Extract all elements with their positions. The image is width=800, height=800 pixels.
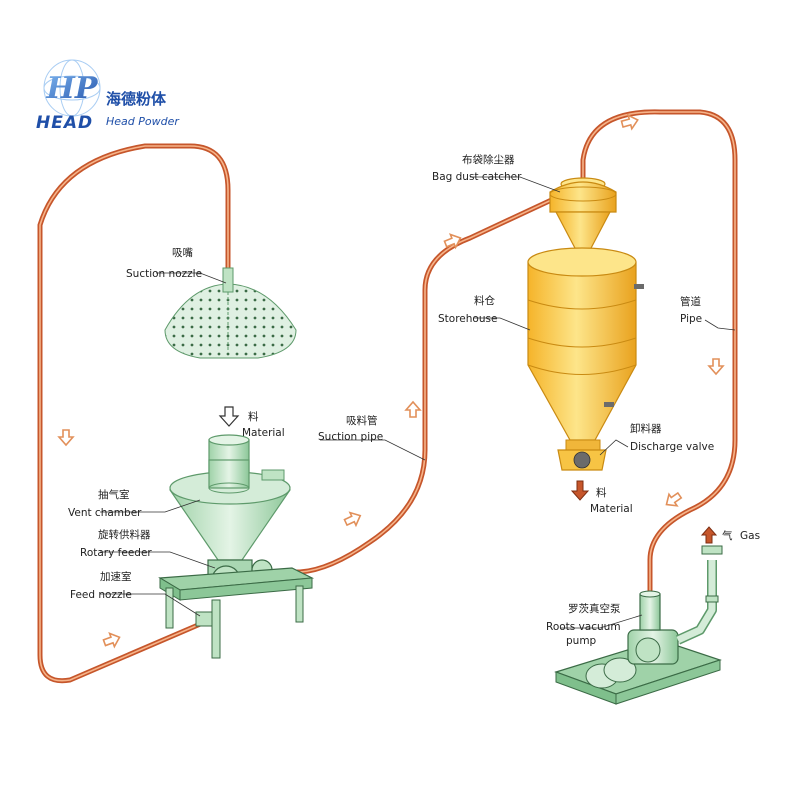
- svg-text:HP: HP: [46, 71, 99, 106]
- label-rotary-feeder-en: Rotary feeder: [80, 547, 152, 559]
- roots-vacuum-pump: [554, 526, 723, 705]
- conveying-pipeline: [37, 109, 738, 684]
- storehouse-silo: [527, 177, 644, 501]
- arrow-right-icon: [343, 511, 362, 528]
- callout-leaders: [100, 176, 736, 629]
- label-material-in-cn: 料: [248, 410, 259, 423]
- label-storehouse-en: Storehouse: [438, 313, 497, 325]
- label-bag-dust-catcher-cn: 布袋除尘器: [462, 153, 515, 166]
- label-vent-chamber-cn: 抽气室: [98, 488, 130, 501]
- logo-mark-icon: HP: [43, 59, 101, 117]
- logo-name-cn: 海德粉体: [106, 90, 167, 108]
- callout-labels: 吸嘴 Suction nozzle 料 Material 抽气室 Vent ch…: [68, 153, 760, 647]
- suction-line-left: [37, 143, 231, 684]
- feeder-station: [158, 406, 315, 659]
- label-material-out-cn: 料: [596, 486, 607, 499]
- brand-logo: HP HEAD 海德粉体 Head Powder: [36, 59, 180, 133]
- suction-pipe: [259, 193, 563, 575]
- label-gas-en: Gas: [740, 530, 760, 542]
- label-discharge-valve-cn: 卸料器: [630, 422, 662, 435]
- label-roots-pump-cn: 罗茨真空泵: [568, 602, 621, 615]
- label-storehouse-cn: 料仓: [474, 294, 495, 307]
- label-feed-nozzle-cn: 加速室: [100, 570, 132, 583]
- label-pipe-cn: 管道: [680, 295, 701, 308]
- label-suction-pipe-cn: 吸料管: [346, 414, 378, 427]
- arrow-down-icon: [707, 358, 725, 376]
- label-pipe-en: Pipe: [680, 313, 702, 325]
- label-bag-dust-catcher-en: Bag dust catcher: [432, 171, 522, 183]
- logo-name-en: Head Powder: [106, 115, 180, 128]
- arrow-up-icon: [404, 400, 422, 418]
- suction-nozzle-pile: [164, 267, 297, 359]
- label-material-out-en: Material: [590, 503, 633, 515]
- label-rotary-feeder-cn: 旋转供料器: [98, 528, 151, 541]
- arrow-down-icon: [57, 429, 75, 447]
- arrow-right-icon: [443, 233, 462, 250]
- material-out-arrow-icon: [570, 480, 590, 501]
- arrow-right-icon: [102, 632, 121, 649]
- label-gas-cn: 气: [722, 529, 733, 542]
- label-suction-nozzle-cn: 吸嘴: [172, 247, 193, 259]
- arrow-right-icon: [620, 113, 639, 131]
- arrow-down-left-icon: [665, 491, 683, 507]
- label-discharge-valve-en: Discharge valve: [630, 441, 714, 453]
- flow-arrows: [57, 113, 725, 649]
- logo-brand: HEAD: [36, 113, 93, 133]
- material-in-arrow-icon: [218, 406, 240, 427]
- label-material-in-en: Material: [242, 427, 285, 439]
- label-vent-chamber-en: Vent chamber: [68, 507, 142, 519]
- label-feed-nozzle-en: Feed nozzle: [70, 589, 132, 601]
- label-suction-nozzle-en: Suction nozzle: [126, 268, 202, 280]
- label-roots-pump-en-1: Roots vacuum: [546, 621, 621, 633]
- gas-out-arrow-icon: [700, 526, 718, 544]
- label-suction-pipe-en: Suction pipe: [318, 431, 383, 443]
- label-roots-pump-en-2: pump: [566, 635, 597, 647]
